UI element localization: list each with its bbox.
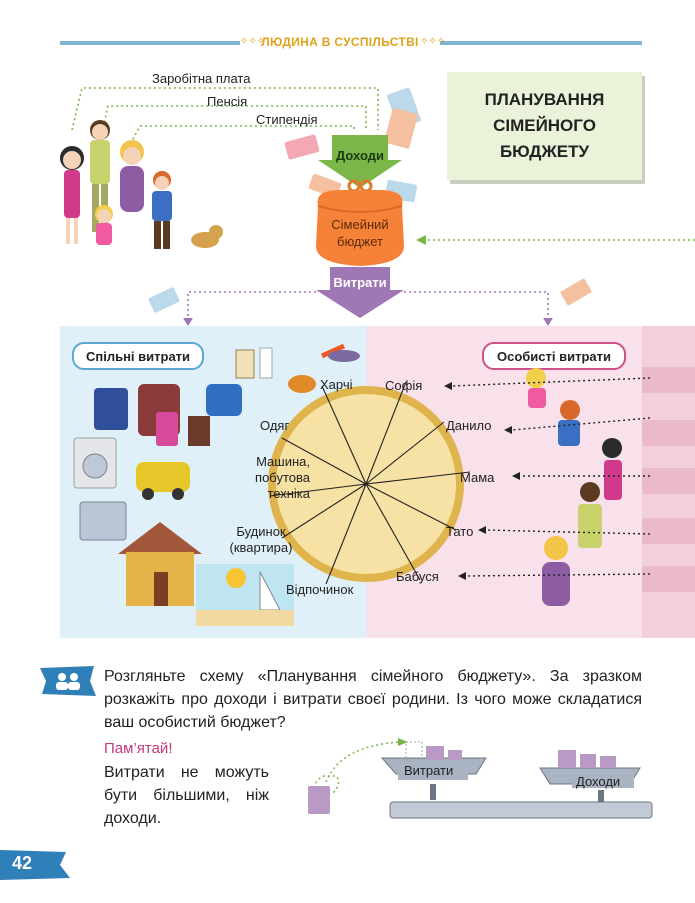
house-illustration	[118, 522, 202, 606]
income-stipend-label: Стипендія	[256, 112, 318, 127]
income-pension-label: Пенсія	[207, 94, 248, 109]
side-strip	[642, 518, 695, 544]
member-dad-label: Тато	[446, 524, 474, 539]
family-members-illustration	[526, 368, 622, 606]
member-danylo-label: Данило	[446, 418, 492, 433]
task-instruction: Розгляньте схему «Планування сімейного б…	[104, 668, 642, 731]
car-illustration	[136, 462, 190, 500]
common-expenses-title-text: Спільні витрати	[85, 348, 191, 364]
personal-expenses-title-text: Особисті витрати	[496, 348, 611, 364]
income-arrow-label: Доходи	[336, 148, 384, 163]
header-rule-left	[60, 41, 240, 45]
member-grandma-label: Бабуся	[396, 569, 439, 584]
side-strip	[642, 420, 695, 446]
vacation-illustration	[196, 564, 294, 626]
page-number-background	[0, 850, 70, 880]
wallet-icon	[316, 179, 404, 266]
income-arrow	[318, 135, 402, 188]
expenses-pie-chart	[268, 381, 471, 585]
family-budget-label: Сімейний бюджет	[331, 217, 389, 249]
money-notes	[148, 87, 592, 313]
family-illustration	[60, 120, 223, 249]
side-strip	[642, 468, 695, 494]
expense-house-label: Будинок (квартира)	[229, 524, 293, 555]
member-mom-label: Мама	[460, 470, 495, 485]
expenses-pie-graphic	[73, 343, 651, 626]
scale-illustration	[308, 738, 653, 819]
expense-food-label: Харчі	[320, 377, 353, 392]
remember-heading: Пам’ятай!	[104, 740, 173, 757]
diagram-title-box: ПЛАНУВАННЯ СІМЕЙНОГО БЮДЖЕТУ	[447, 72, 642, 180]
income-flow-graphic	[60, 87, 695, 326]
clothes-illustration	[94, 384, 242, 446]
section-title: ЛЮДИНА В СУСПІЛЬСТВІ	[261, 35, 419, 49]
header-ornament-right: ✧✧✧	[420, 36, 446, 47]
member-sofia-label: Софія	[385, 378, 423, 393]
remember-text: Витрати не можуть бути більшими, ніж дох…	[104, 764, 269, 827]
side-strip	[642, 566, 695, 592]
expense-clothes-label: Одяг	[260, 418, 290, 433]
page-number: 42	[12, 853, 33, 873]
group-work-icon	[40, 666, 96, 696]
diagram-title: ПЛАНУВАННЯ СІМЕЙНОГО БЮДЖЕТУ	[484, 90, 605, 161]
food-illustration	[235, 343, 360, 393]
expense-vacation-label: Відпочинок	[286, 582, 354, 597]
scale-income-label: Доходи	[576, 774, 621, 789]
common-expenses-title: Спільні витрати	[72, 342, 204, 370]
side-strip	[642, 367, 695, 393]
header-rule-right	[440, 41, 642, 45]
page-number-badge: 42	[0, 850, 70, 880]
personal-expenses-title: Особисті витрати	[482, 342, 626, 370]
expenses-arrow-label: Витрати	[333, 275, 387, 290]
expenses-arrow	[316, 267, 404, 318]
header-ornament-left: ✧✧✧	[240, 36, 266, 47]
appliances-illustration	[73, 437, 127, 541]
scale-expenses-label: Витрати	[404, 763, 454, 778]
expense-car-appliances-label: Машина, побутова техніка	[255, 454, 310, 501]
income-salary-label: Заробітна плата	[152, 71, 251, 86]
